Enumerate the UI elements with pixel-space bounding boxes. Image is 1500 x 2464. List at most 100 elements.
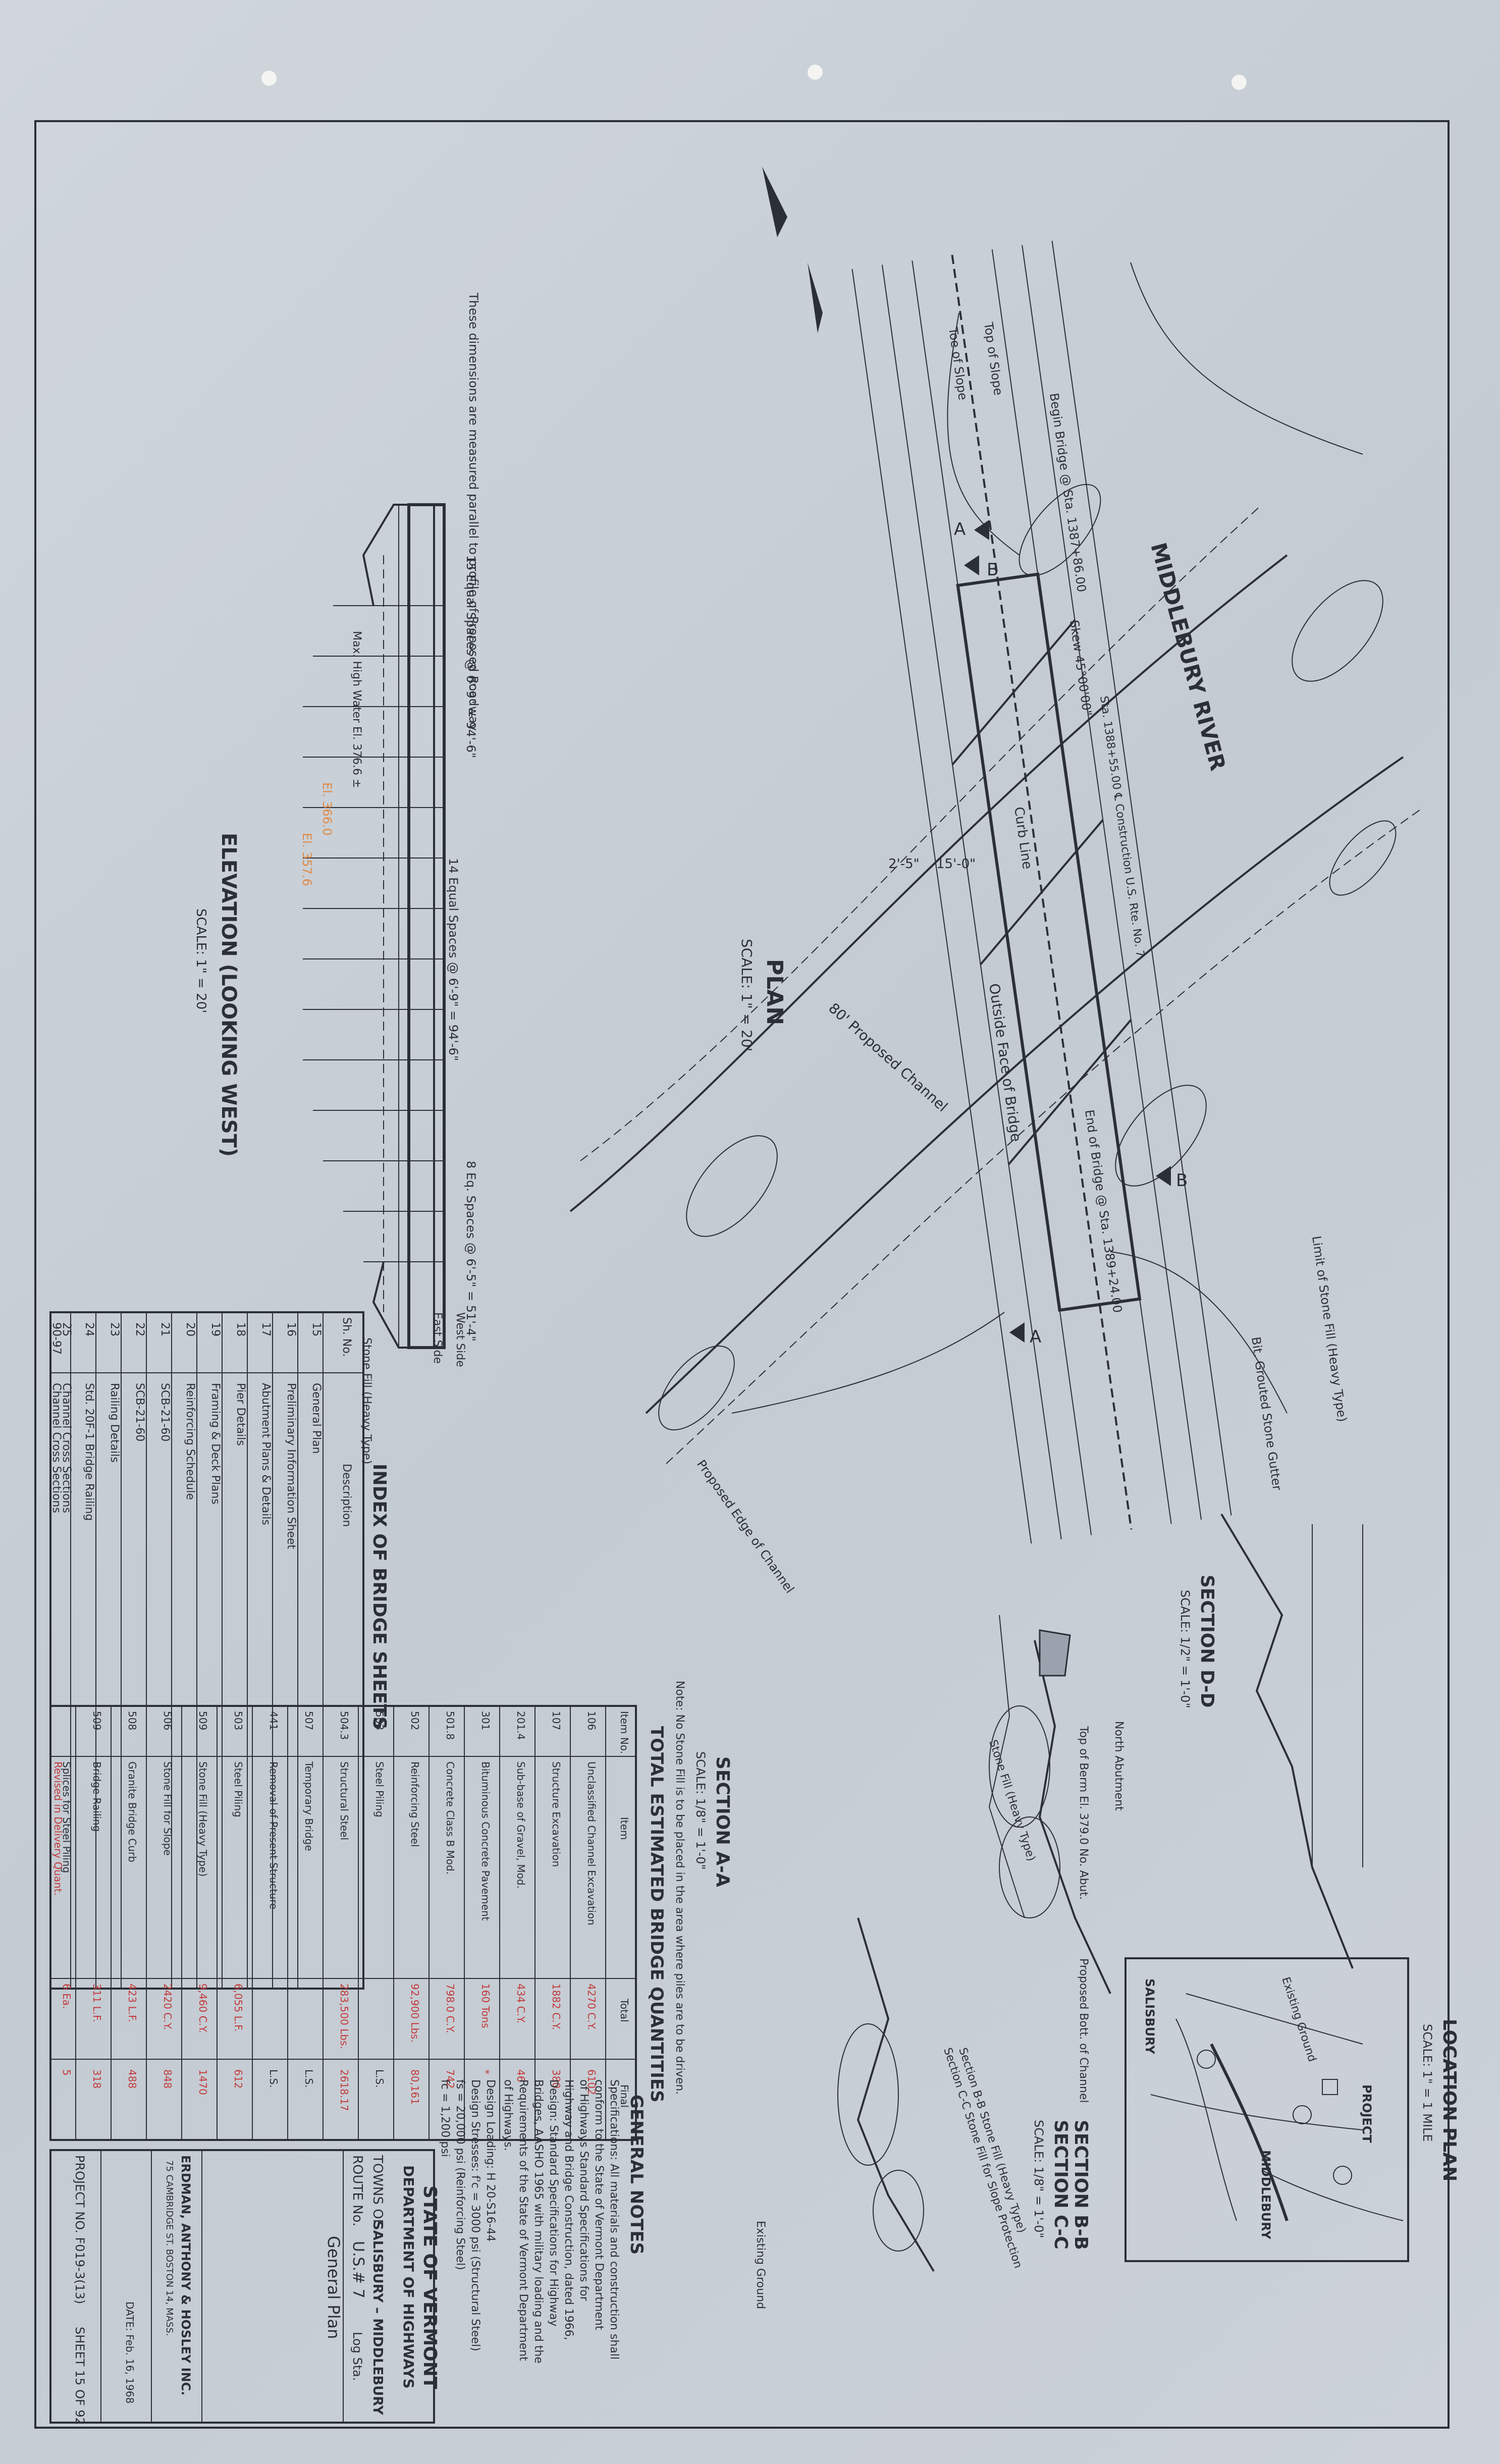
q-row-final: 1470 [197,2069,209,2095]
svg-text:B: B [1176,1170,1188,1191]
q-row-no: 503 [373,1711,386,1730]
top-berm-label: Top of Berm El. 379.0 No. Abut. [1077,1726,1090,1900]
location-scale: SCALE: 1" = 1 MILE [1420,2024,1434,2142]
elev-spaces-3: 8 Eq. Spaces @ 6'-5" = 51'-4" [464,1161,478,1342]
q-row-final: L.S. [303,2069,315,2088]
note-line: Design Loading: H 20-S16-44 [484,2079,497,2242]
index-row-no: 16 [285,1322,297,1336]
stone-fill-pattern [837,2023,924,2252]
q-row-final: * [479,2069,492,2074]
q-row-no: 507 [303,1711,315,1730]
q-row-final: 318 [91,2069,103,2088]
proposed-channel-label: 80' Proposed Channel [825,1000,951,1115]
q-row-no: 301 [479,1711,492,1730]
index-header-sh: Sh. No. [340,1317,353,1357]
q-row-total: 798.0 C.Y. [444,1984,456,2033]
sheet-border [34,120,1450,2429]
q-row-no: 502 [409,1711,421,1730]
q-row-item: Bridge Railing [91,1761,103,1832]
section-aa-view: SECTION A-A SCALE: 1/8" = 1'-0" Note: No… [673,1615,1125,2103]
route-no-label: ROUTE No. [350,2155,365,2226]
q-row-no: 501.8 [444,1711,456,1740]
note-line: fc = 1,200 psi [439,2079,451,2157]
project-label: PROJECT [1360,2084,1374,2143]
general-notes-title: GENERAL NOTES [626,2095,647,2255]
log-sta-label: Log Sta. [350,2332,364,2381]
q-row-item: Concrete Class B Mod. [444,1761,456,1874]
section-marker-a: A A [954,519,1041,1347]
bridge-deck [956,572,1142,1312]
q-row-item: Temporary Bridge [303,1761,315,1851]
elevation-title: ELEVATION (LOOKING WEST) [217,833,240,1157]
q-row-no: 504.3 [338,1711,350,1740]
q-row-final: 742 [444,2069,456,2088]
quantities-table: TOTAL ESTIMATED BRIDGE QUANTITIES Item N… [49,1705,667,2141]
index-row-desc: Railing Details [108,1383,121,1463]
note-line: Design: Standard Specifications for High… [547,2079,560,2326]
section-cc-title: SECTION C-C [1050,2120,1071,2249]
dim-15-label: 15'-0" [936,856,976,872]
firm-address-label: 75 CAMBRIDGE ST. BOSTON 14, MASS. [164,2160,175,2336]
location-plan: SALISBURY MIDDLEBURY PROJECT LOCATION PL… [1124,1957,1460,2262]
q-row-no: 106 [585,1711,598,1730]
index-row-no: 18 [234,1322,247,1336]
index-row-no: 15 [310,1322,323,1336]
q-row-total: 311 L.F. [91,1984,103,2022]
route-label: U.S.# 7 [349,2241,367,2298]
q-row-no: 107 [550,1711,562,1730]
elev-spaces-1: 15 Equal Spaces @ 6'-9" = 94'-6" [464,555,478,758]
index-header-desc: Description [340,1464,353,1527]
plan-title: PLAN [762,959,787,1025]
stone-fill-pattern [989,1705,1060,1918]
plan-name-label: General Plan [324,2236,343,2339]
index-row-no: 20 [184,1322,196,1336]
note-line: fs = 20,000 psi (Reinforcing Steel) [454,2079,466,2270]
q-row-no: 201.4 [515,1711,527,1740]
department-label: DEPARTMENT OF HIGHWAYS [400,2165,417,2389]
q-row-final: 612 [232,2069,244,2088]
binder-hole [808,65,823,80]
q-row-item: Splices for Steel Piling [61,1761,73,1873]
elev-stone-fill: Stone Fill (Heavy Type) [360,1337,373,1464]
north-abutment-label: North Abutment [1112,1721,1125,1811]
q-row-item: Steel Piling [232,1761,244,1817]
q-row-item: Structural Steel [338,1761,350,1840]
index-row-desc: General Plan [310,1383,323,1454]
binder-hole [1231,75,1247,90]
gutter-label: Bit. Grouted Stone Gutter [1249,1336,1284,1491]
svg-text:A: A [954,519,966,540]
section-aa-scale: SCALE: 1/8" = 1'-0" [693,1751,708,1870]
begin-bridge-label: Begin Bridge @ Sta. 1387+86.00 [1047,392,1089,593]
general-notes: GENERAL NOTES Specifications: All materi… [439,2079,647,2364]
section-bb-title: SECTION B-B [1070,2120,1091,2250]
q-row-final: L.S. [267,2069,280,2088]
towns-of-label: TOWNS OF [370,2155,385,2227]
existing-ground-label: Existing Ground [754,2221,767,2309]
elevation-scale: SCALE: 1" = 20' [193,908,208,1013]
date-label: DATE: Feb. 16, 1968 [124,2301,136,2403]
index-row-no: 19 [209,1322,222,1336]
section-aa-note: Note: No Stone Fill is to be placed in t… [673,1681,686,2095]
cc-note: Section C-C Stone Fill for Slope Protect… [941,2046,1024,2270]
q-row-item: Reinforcing Steel [409,1761,421,1847]
note-line: of Highways Standard Specifications for [577,2079,590,2301]
river-label: MIDDLEBURY RIVER [1146,540,1230,773]
q-header-total: Total [618,1998,630,2022]
q-header-item-no: Item No. [618,1711,630,1754]
q-row-final: 46 [515,2069,527,2082]
index-row-no: 24 [83,1322,95,1336]
index-row-desc: Preliminary Information Sheet [285,1383,297,1549]
note-line: Requirements of the State of Vermont Dep… [517,2079,529,2361]
elev-note: These dimensions are measured parallel t… [466,292,480,731]
q-row-final: 6102 [585,2069,598,2095]
middlebury-label: MIDDLEBURY [1259,2150,1273,2239]
q-row-final: 380 [550,2069,562,2088]
section-marker-b: B B [964,555,1188,1191]
top-slope-label: Top of Slope [981,321,1005,396]
q-row-item: Removal of Present Structure [267,1761,280,1909]
q-row-total: 92,900 Lbs. [409,1984,421,2043]
q-row-item: Stone Fill (Heavy Type) [197,1761,209,1877]
index-row-no: 90-97 [50,1322,63,1355]
index-title: INDEX OF BRIDGE SHEETS [369,1464,390,1730]
